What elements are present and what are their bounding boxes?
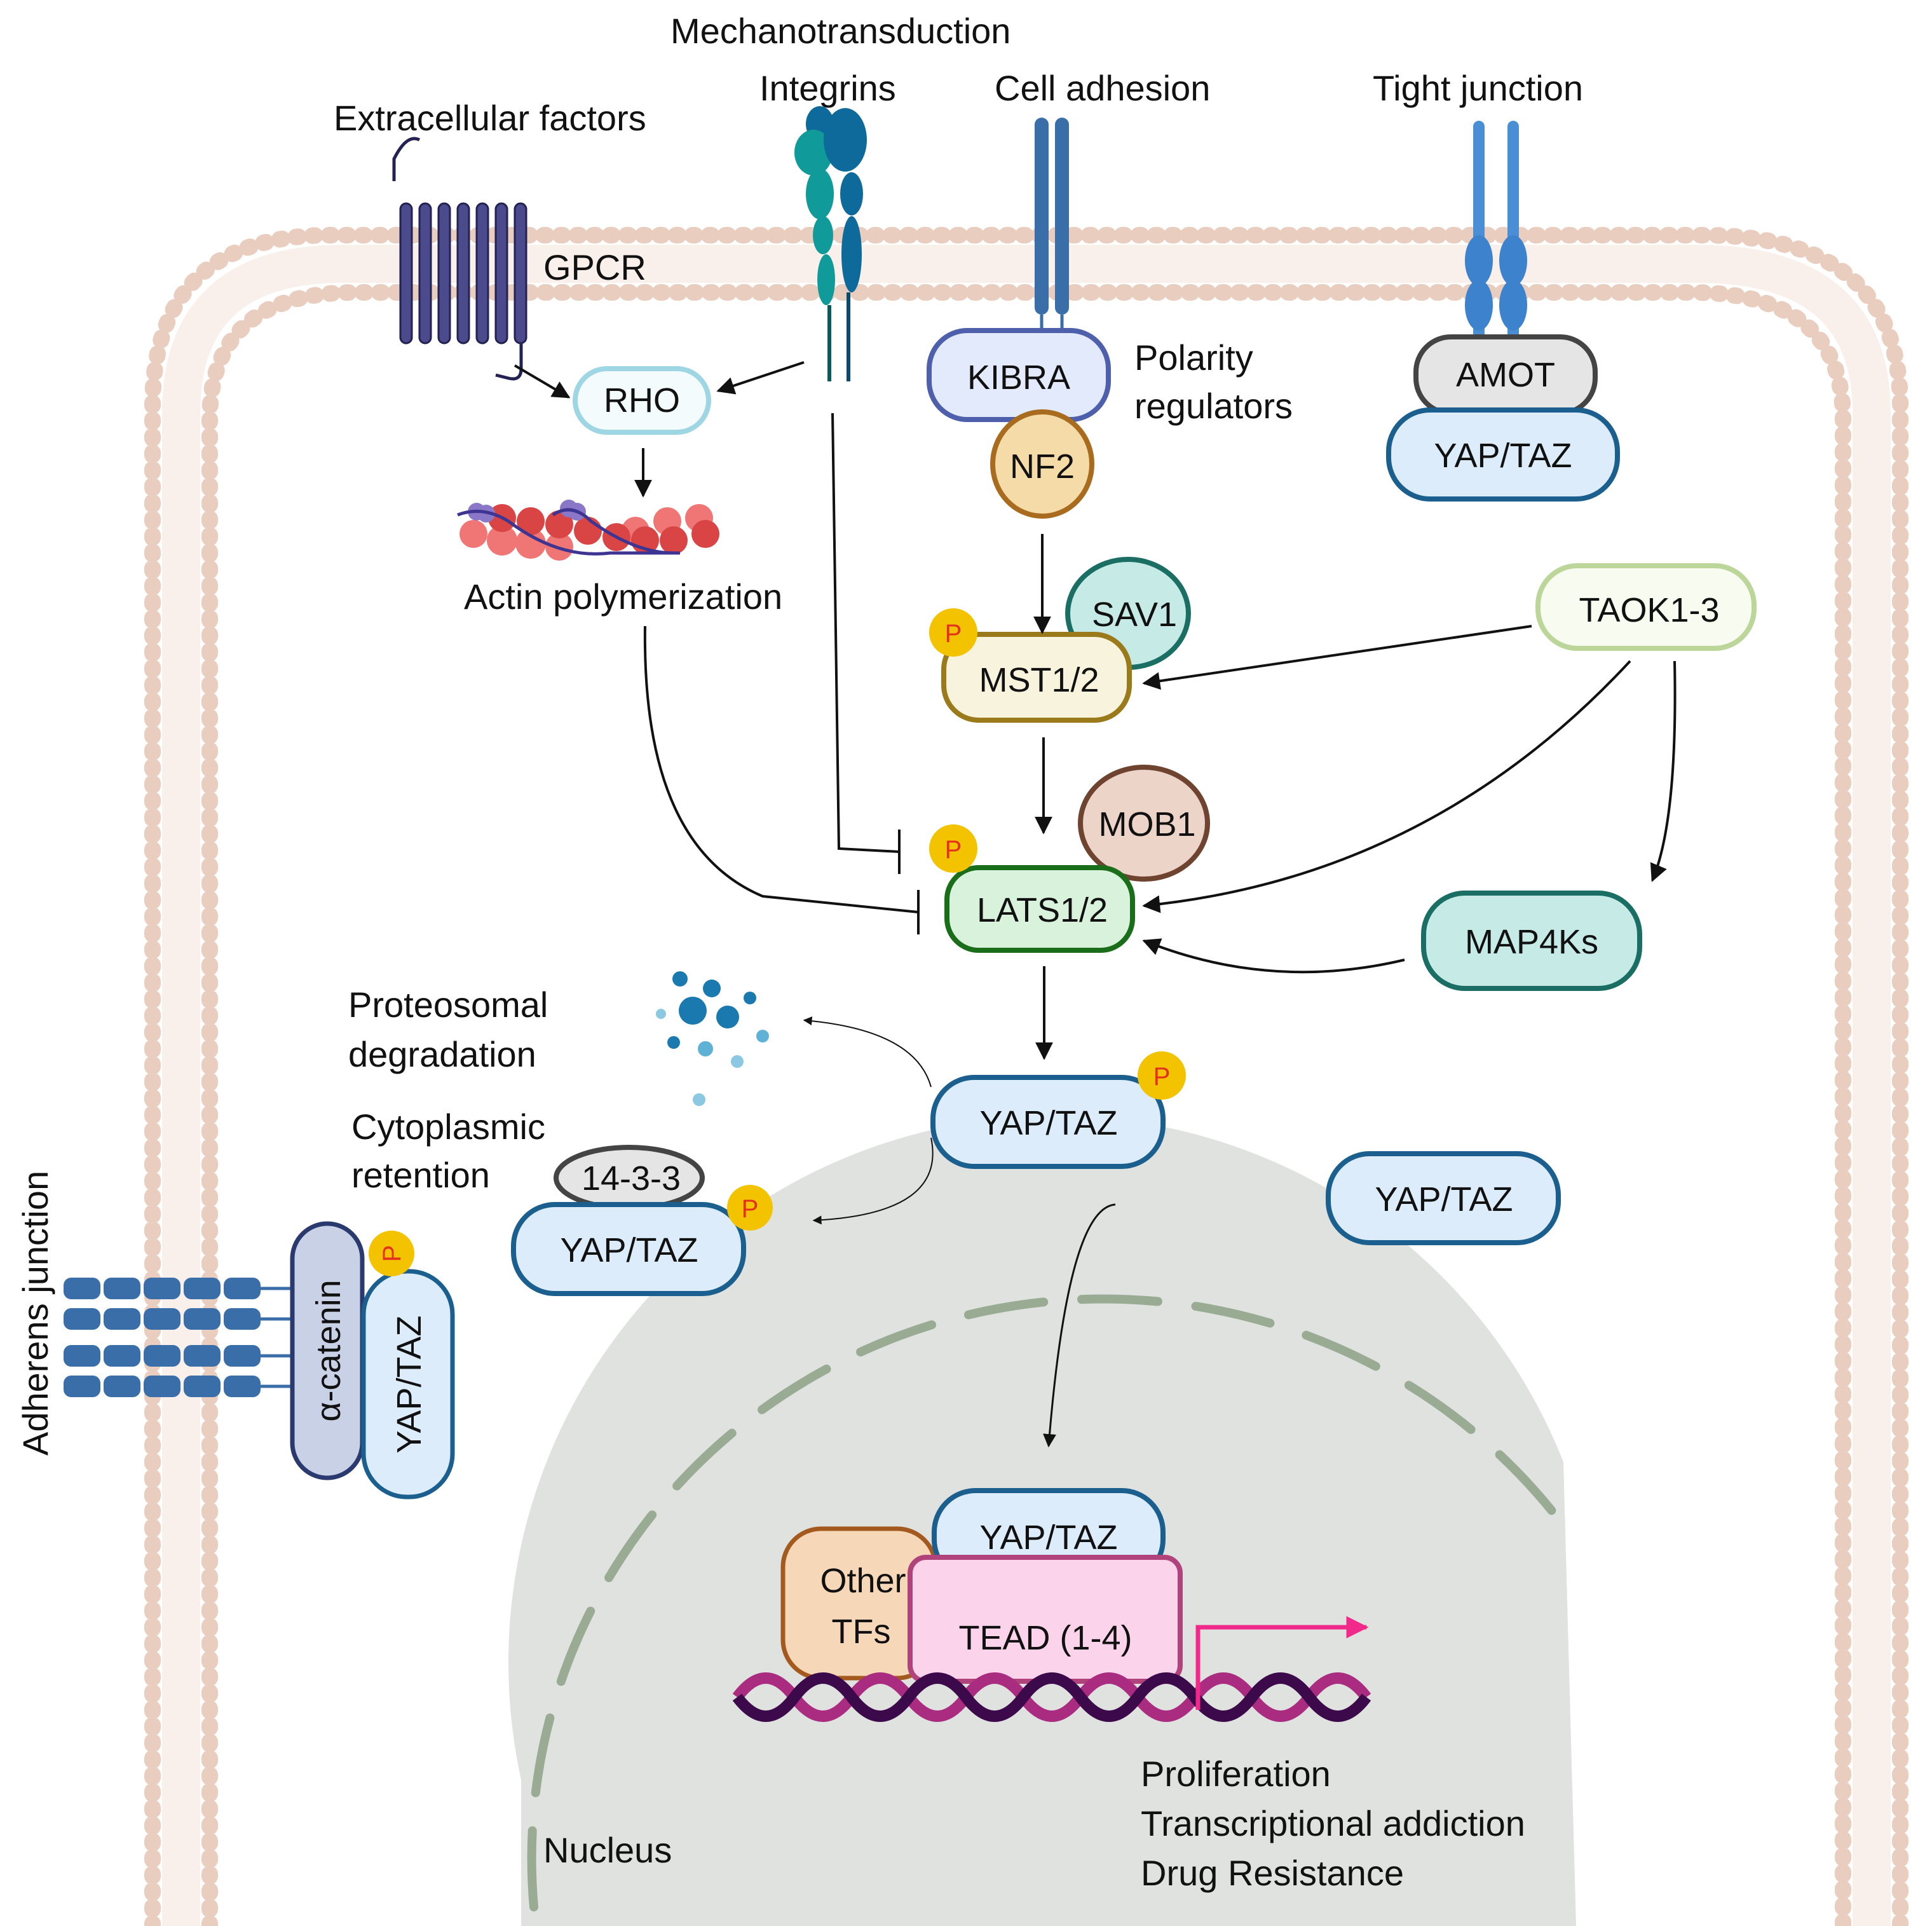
node-lats[interactable]: LATS1/2 xyxy=(944,865,1135,953)
transcription-arrow-icon xyxy=(1195,1616,1369,1710)
node-mob1[interactable]: MOB1 xyxy=(1078,765,1210,882)
outcome-transcriptional-addiction: Transcriptional addiction xyxy=(1141,1803,1525,1843)
label-cell-adhesion: Cell adhesion xyxy=(995,68,1210,108)
yap-taz-p-label: YAP/TAZ xyxy=(979,1104,1117,1142)
arrow-map4ks-to-lats xyxy=(1142,938,1405,974)
phospho-label: P xyxy=(378,1245,406,1262)
gpcr-receptor-icon xyxy=(392,137,527,381)
node-nf2[interactable]: NF2 xyxy=(990,409,1094,519)
label-adherens-junction: Adherens junction xyxy=(15,1171,55,1456)
pathway-arrows xyxy=(514,361,1677,1448)
label-polarity: Polarity xyxy=(1134,338,1253,378)
tight-junction-receptor-icon xyxy=(1465,121,1527,350)
phospho-badge-mst: P xyxy=(929,608,977,657)
label-tight-junction: Tight junction xyxy=(1373,68,1583,108)
yap-taz-free-label: YAP/TAZ xyxy=(1375,1180,1513,1219)
node-alpha-catenin[interactable]: α-catenin xyxy=(290,1221,365,1480)
adherens-junction-receptor-icon xyxy=(64,1278,294,1397)
node-taok[interactable]: TAOK1-3 xyxy=(1535,563,1757,651)
kibra-label: KIBRA xyxy=(967,359,1070,397)
alpha-catenin-label: α-catenin xyxy=(310,1280,348,1421)
node-other-tfs[interactable]: Other TFs xyxy=(780,1526,938,1681)
lats-label: LATS1/2 xyxy=(977,891,1108,929)
label-gpcr: GPCR xyxy=(543,247,646,287)
node-yap-taz-free[interactable]: YAP/TAZ xyxy=(1326,1151,1561,1245)
map4ks-label: MAP4Ks xyxy=(1465,923,1598,961)
node-yap-taz-retained[interactable]: YAP/TAZ xyxy=(511,1202,746,1296)
phospho-label: P xyxy=(945,620,962,648)
arrow-yap-to-retention xyxy=(812,1137,934,1225)
yap-taz-nuc-label: YAP/TAZ xyxy=(979,1519,1117,1557)
other-tfs-label-1: Other xyxy=(820,1562,906,1600)
phospho-badge-yap: P xyxy=(1138,1051,1186,1100)
node-tead[interactable]: TEAD (1-4) xyxy=(908,1555,1183,1684)
node-14-3-3[interactable]: 14-3-3 xyxy=(554,1145,705,1211)
label-proteosomal: Proteosomal xyxy=(348,985,548,1025)
phospho-badge-lats: P xyxy=(929,824,977,873)
arrow-yap-to-degradation xyxy=(803,1016,932,1088)
arrow-integrin-to-rho xyxy=(716,361,805,395)
label-integrins: Integrins xyxy=(759,68,896,108)
inhibit-actin-lats xyxy=(643,625,919,913)
node-yap-taz-phospho[interactable]: YAP/TAZ xyxy=(930,1075,1166,1169)
label-extracellular-factors: Extracellular factors xyxy=(334,98,646,138)
arrow-taok-to-lats xyxy=(1142,660,1631,913)
p1433-label: 14-3-3 xyxy=(582,1159,681,1198)
node-map4ks[interactable]: MAP4Ks xyxy=(1421,891,1642,991)
label-degradation: degradation xyxy=(348,1034,536,1074)
mst-label: MST1/2 xyxy=(979,661,1099,699)
other-tfs-label-2: TFs xyxy=(832,1613,891,1651)
tead-label: TEAD (1-4) xyxy=(958,1619,1132,1657)
node-yap-taz-tight-junction[interactable]: YAP/TAZ xyxy=(1386,407,1620,502)
arrow-taok-to-mst xyxy=(1142,625,1532,690)
label-regulators: regulators xyxy=(1134,386,1293,426)
node-amot[interactable]: AMOT xyxy=(1413,334,1598,416)
yap-taz-ret-label: YAP/TAZ xyxy=(560,1231,698,1269)
dna-helix-icon xyxy=(732,1672,1371,1722)
nf2-label: NF2 xyxy=(1010,447,1075,486)
phospho-label: P xyxy=(945,836,962,864)
outcome-proliferation: Proliferation xyxy=(1141,1754,1331,1794)
mob1-label: MOB1 xyxy=(1098,805,1195,843)
label-cytoplasmic: Cytoplasmic xyxy=(351,1107,545,1147)
cell-adhesion-receptor-icon xyxy=(1035,118,1069,340)
integrin-receptor-icon xyxy=(794,106,867,381)
label-mechanotransduction: Mechanotransduction xyxy=(670,11,1010,51)
label-actin-polymerization: Actin polymerization xyxy=(464,577,782,617)
arrow-yap-to-nucleus xyxy=(1043,1203,1116,1448)
nucleus-label: Nucleus xyxy=(543,1830,672,1870)
arrow-taok-to-map4ks xyxy=(1650,660,1677,882)
actin-filament-icon xyxy=(457,500,719,561)
node-rho[interactable]: RHO xyxy=(573,366,711,435)
taok-label: TAOK1-3 xyxy=(1579,591,1719,629)
sav1-label: SAV1 xyxy=(1092,596,1177,634)
amot-label: AMOT xyxy=(1456,356,1555,394)
yap-taz-tj-label: YAP/TAZ xyxy=(1434,437,1572,475)
rho-label: RHO xyxy=(604,381,680,420)
node-mst[interactable]: MST1/2 xyxy=(941,632,1132,723)
phospho-badge-adherens: P xyxy=(369,1231,414,1276)
phospho-badge-retained: P xyxy=(727,1185,773,1231)
phospho-label: P xyxy=(742,1195,759,1223)
label-retention: retention xyxy=(351,1155,490,1195)
yap-taz-aj-label: YAP/TAZ xyxy=(390,1315,428,1453)
node-yap-taz-adherens[interactable]: YAP/TAZ xyxy=(361,1269,455,1499)
arrow-gpcr-to-rho xyxy=(514,364,571,399)
phospho-label: P xyxy=(1153,1063,1171,1091)
inhibit-integrin-lats xyxy=(831,413,900,853)
node-kibra[interactable]: KIBRA xyxy=(927,328,1111,422)
cell-membrane xyxy=(144,227,1908,1926)
outcome-drug-resistance: Drug Resistance xyxy=(1141,1853,1404,1893)
degradation-fragments-icon xyxy=(656,971,769,1106)
